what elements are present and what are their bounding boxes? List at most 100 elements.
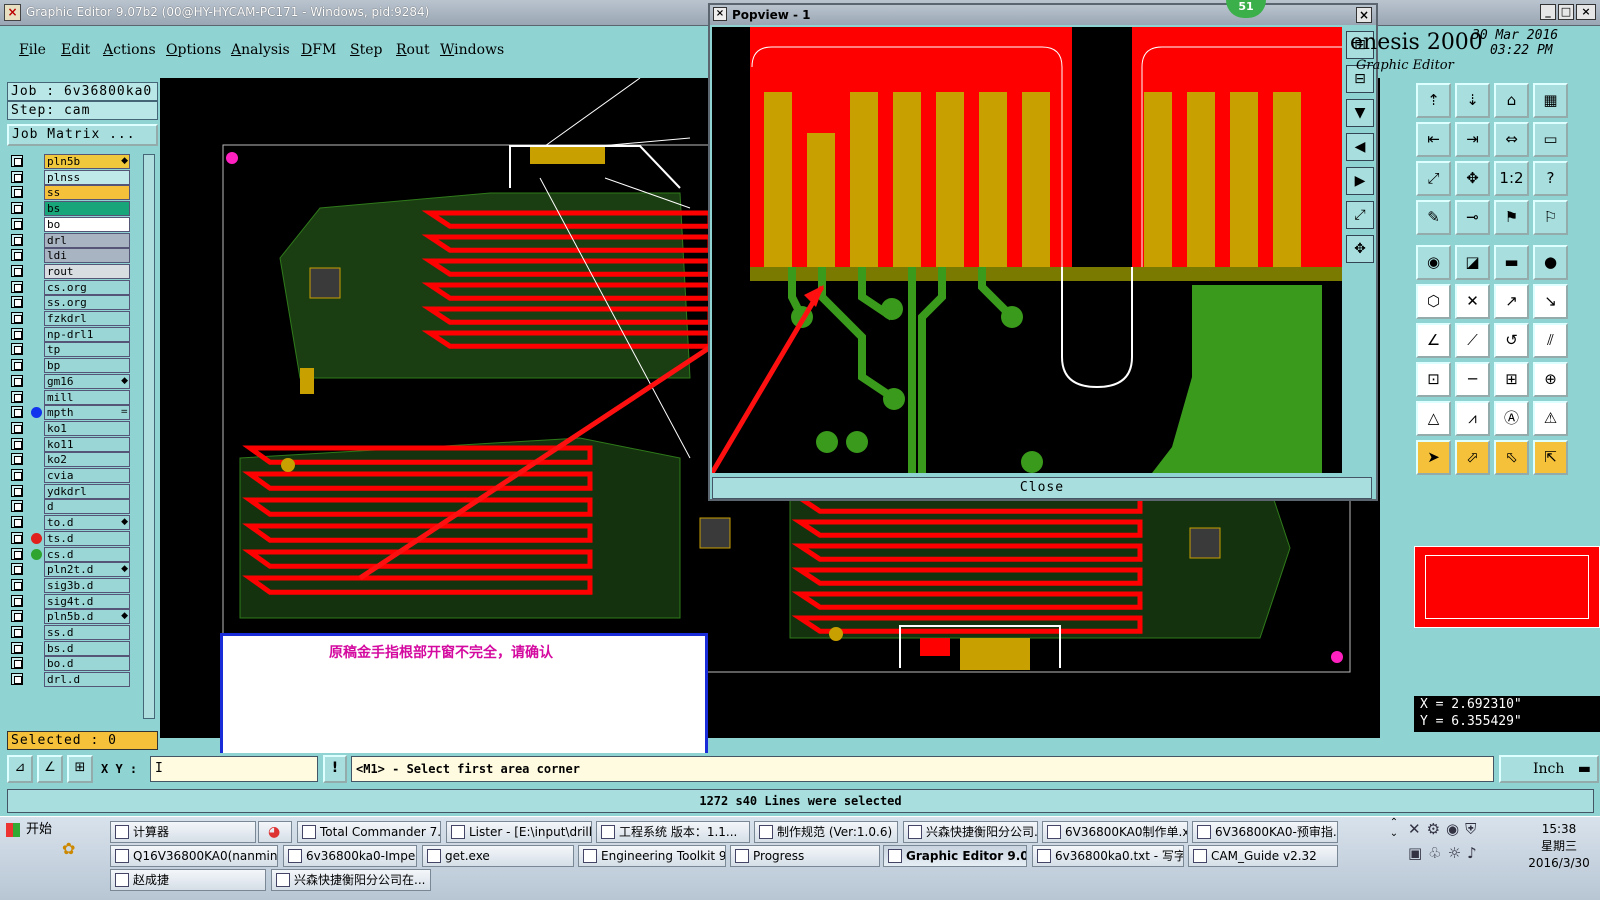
layer-row[interactable]: d	[7, 499, 130, 515]
taskbar-button[interactable]: 制作规范 (Ver:1.0.6)	[754, 821, 898, 843]
layer-name[interactable]: bs	[44, 201, 130, 217]
taskbar-button[interactable]: 工程系统 版本：1.1...	[596, 821, 750, 843]
layer-name[interactable]: plnss	[44, 169, 130, 185]
layer-checkbox[interactable]	[11, 359, 23, 372]
tool-flag-icon[interactable]: ⚑	[1494, 200, 1529, 235]
layer-checkbox[interactable]	[11, 390, 23, 403]
layer-row[interactable]: ss.d	[7, 625, 130, 640]
layer-name[interactable]: tp	[44, 342, 130, 358]
mini-map[interactable]	[1414, 546, 1600, 628]
tool-warning-icon[interactable]: ⚠	[1533, 401, 1568, 436]
layer-checkbox[interactable]	[11, 217, 23, 230]
tool-arrow-se-icon[interactable]: ↘	[1533, 284, 1568, 319]
layer-name[interactable]: ko2	[44, 452, 130, 468]
tool-fork-icon[interactable]: ⩘	[1455, 401, 1490, 436]
tool-home-icon[interactable]: ⌂	[1494, 83, 1529, 118]
layer-checkbox[interactable]	[11, 547, 23, 560]
tool-edit-icon[interactable]: ✎	[1416, 200, 1451, 235]
layer-row[interactable]: gm16◆	[7, 373, 130, 389]
popview-pan-down-button[interactable]: ▼	[1346, 99, 1374, 127]
taskbar-button[interactable]: 6v36800ka0-Impedance...	[283, 845, 417, 867]
layer-name[interactable]: ko11	[44, 436, 130, 452]
grid-icon[interactable]: ⊞	[67, 755, 93, 783]
layer-name[interactable]: ss	[44, 185, 130, 201]
quicklaunch-icon[interactable]: ✿	[62, 839, 76, 858]
taskbar-scroll[interactable]: ⌃⌄	[1389, 817, 1399, 839]
layer-row[interactable]: to.d◆	[7, 515, 130, 531]
tool-add-icon[interactable]: ⊕	[1533, 362, 1568, 397]
layer-checkbox[interactable]	[11, 453, 23, 466]
layer-row[interactable]: mpth=	[7, 405, 130, 421]
menu-step[interactable]: Step	[350, 42, 383, 58]
layer-checkbox[interactable]	[11, 641, 23, 654]
layer-row[interactable]: pln5b.d◆	[7, 609, 130, 625]
popview-close-icon[interactable]: ×	[1356, 7, 1372, 23]
layer-checkbox[interactable]	[11, 578, 23, 591]
layer-checkbox[interactable]	[11, 657, 23, 670]
tool-up-icon[interactable]: ⇡	[1416, 83, 1451, 118]
layer-name[interactable]: bo	[44, 216, 130, 232]
layer-checkbox[interactable]	[11, 202, 23, 215]
layer-checkbox[interactable]	[11, 249, 23, 262]
tool-pan-icon[interactable]: ✥	[1455, 161, 1490, 196]
notification-badge[interactable]: 51	[1226, 0, 1266, 18]
layer-name[interactable]: bs.d	[44, 640, 130, 656]
layer-row[interactable]: ko1	[7, 420, 130, 436]
chrome-taskbar-icon[interactable]: ◕	[258, 821, 292, 843]
tool-pointer4-icon[interactable]: ⇱	[1533, 440, 1568, 475]
layer-checkbox[interactable]	[11, 327, 23, 340]
taskbar-button[interactable]: Q16V36800KA0(nanmin...	[110, 845, 278, 867]
layer-checkbox[interactable]	[11, 264, 23, 277]
layer-name[interactable]: bp	[44, 358, 130, 374]
layer-name[interactable]: cvia	[44, 468, 130, 483]
layer-row[interactable]: bp	[7, 358, 130, 374]
layer-row[interactable]: ss.org	[7, 295, 130, 311]
info-icon[interactable]: !	[323, 755, 347, 783]
minimize-button[interactable]: _	[1540, 4, 1556, 20]
menu-analysis[interactable]: Analysis	[231, 42, 290, 58]
layer-checkbox[interactable]	[11, 374, 23, 387]
tool-pointer-icon[interactable]: ➤	[1416, 440, 1451, 475]
tool-dot-icon[interactable]: ●	[1533, 245, 1568, 280]
layer-row[interactable]: sig4t.d	[7, 593, 130, 609]
tool-pointer3-icon[interactable]: ⬁	[1494, 440, 1529, 475]
tool-ruler-icon[interactable]: ▬	[1494, 245, 1529, 280]
tool-down-icon[interactable]: ⇣	[1455, 83, 1490, 118]
layer-row[interactable]: ss	[7, 185, 130, 201]
tool-fit-icon[interactable]: ⤢	[1416, 161, 1451, 196]
menu-rout[interactable]: Rout	[396, 42, 430, 58]
layer-row[interactable]: ydkdrl	[7, 483, 130, 499]
layer-name[interactable]: ss.org	[44, 295, 130, 311]
layer-row[interactable]: cs.d	[7, 546, 130, 562]
menu-options[interactable]: Options	[166, 42, 222, 58]
layer-checkbox[interactable]	[11, 500, 23, 513]
layer-row[interactable]: bo	[7, 216, 130, 232]
layer-row[interactable]: cs.org	[7, 279, 130, 295]
menu-windows[interactable]: Windows	[440, 42, 505, 58]
layer-row[interactable]: ko2	[7, 452, 130, 468]
tool-frame-icon[interactable]: ▭	[1533, 122, 1568, 157]
tool-left-icon[interactable]: ⇤	[1416, 122, 1451, 157]
layer-checkbox[interactable]	[11, 626, 23, 638]
layer-name[interactable]: mill	[44, 389, 130, 405]
layer-name[interactable]: pln5b.d	[44, 609, 130, 625]
layer-row[interactable]: drl.d	[7, 672, 130, 688]
layer-row[interactable]: ts.d	[7, 530, 130, 546]
layer-checkbox[interactable]	[11, 406, 23, 419]
taskbar-button[interactable]: 计算器	[110, 821, 256, 843]
taskbar-button[interactable]: 6V36800KA0-预审指...	[1192, 821, 1338, 843]
tool-flag2-icon[interactable]: ⚐	[1533, 200, 1568, 235]
layer-name[interactable]: drl.d	[44, 672, 130, 688]
layer-checkbox[interactable]	[11, 531, 23, 544]
layer-name[interactable]: to.d	[44, 515, 130, 531]
layer-row[interactable]: pln5b◆	[7, 154, 130, 169]
layer-row[interactable]: drl	[7, 232, 130, 248]
layer-checkbox[interactable]	[11, 233, 23, 246]
job-matrix-button[interactable]: Job Matrix ...	[7, 124, 158, 146]
tool-parallel-icon[interactable]: ⫽	[1533, 323, 1568, 358]
layer-checkbox[interactable]	[11, 673, 23, 686]
layer-checkbox[interactable]	[11, 421, 23, 434]
tool-split-icon[interactable]: ◪	[1455, 245, 1490, 280]
tool-right-icon[interactable]: ⇥	[1455, 122, 1490, 157]
taskbar-button[interactable]: 赵成捷	[110, 869, 266, 891]
